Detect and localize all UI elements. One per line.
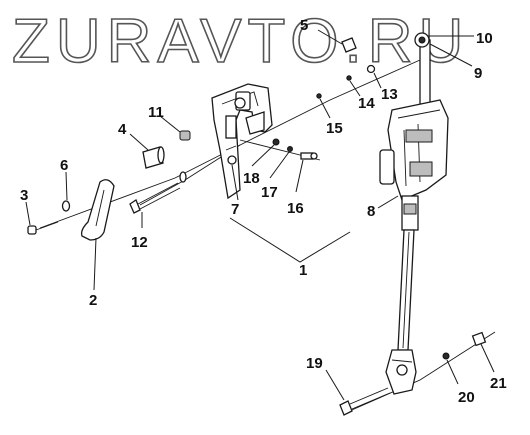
callout-6: 6 <box>60 157 68 174</box>
watermark-text: ZURAVTO.RU <box>12 7 469 76</box>
callout-11: 11 <box>148 104 164 121</box>
callout-5: 5 <box>300 17 308 34</box>
callout-8: 8 <box>367 203 375 220</box>
leader-11 <box>159 115 181 133</box>
leader-9 <box>429 43 473 67</box>
leader-8 <box>377 195 399 209</box>
part-6-washer <box>61 200 71 212</box>
part-17-washer <box>287 146 293 152</box>
callout-10: 10 <box>476 30 493 47</box>
callout-18: 18 <box>243 170 260 187</box>
part-5-bushing <box>341 37 357 53</box>
leader-1 <box>229 217 351 263</box>
leader-18 <box>251 144 275 167</box>
callout-1: 1 <box>299 262 307 279</box>
leader-19 <box>325 369 345 401</box>
assembly-axis-lower <box>344 331 496 414</box>
callout-4: 4 <box>118 121 127 138</box>
part-15-washer <box>316 93 322 99</box>
callout-15: 15 <box>326 120 343 137</box>
part-13-washer <box>366 64 376 74</box>
part-19-bolt <box>339 387 391 416</box>
leader-2 <box>93 237 97 291</box>
callout-14: 14 <box>358 95 375 112</box>
callout-13: 13 <box>381 86 398 103</box>
callout-7: 7 <box>231 201 239 218</box>
part-2-lever <box>80 179 115 241</box>
part-8-steering-column <box>379 32 449 395</box>
part-12-bolt <box>129 171 187 214</box>
assembly-axis-upper <box>39 59 421 229</box>
callout-9: 9 <box>474 65 482 82</box>
part-20-washer <box>442 352 450 360</box>
leader-5 <box>317 29 343 45</box>
callout-16: 16 <box>287 200 304 217</box>
leader-13 <box>373 72 382 89</box>
part-21-nut <box>471 331 487 347</box>
leader-21 <box>480 343 495 373</box>
leader-6 <box>65 171 68 201</box>
part-11-bushing <box>179 130 191 141</box>
leader-15 <box>319 98 331 119</box>
callout-20: 20 <box>458 389 475 406</box>
callout-19: 19 <box>306 355 323 372</box>
leader-3 <box>25 201 31 226</box>
part-16-bolt <box>300 152 318 160</box>
part-18-nut <box>272 138 280 146</box>
part-3-bolt <box>27 221 59 235</box>
leader-7 <box>231 164 239 201</box>
part-7-bracket <box>211 83 273 200</box>
callout-2: 2 <box>89 292 97 309</box>
leader-20 <box>446 359 459 385</box>
callout-3: 3 <box>20 187 28 204</box>
callout-12: 12 <box>131 234 148 251</box>
leader-14 <box>349 80 361 97</box>
leader-16 <box>295 159 304 193</box>
part-14-washer <box>346 75 352 81</box>
leader-17 <box>269 151 290 179</box>
leader-4 <box>129 133 149 151</box>
part-4-bushing <box>142 146 165 169</box>
callout-21: 21 <box>490 375 507 392</box>
callout-17: 17 <box>261 184 278 201</box>
